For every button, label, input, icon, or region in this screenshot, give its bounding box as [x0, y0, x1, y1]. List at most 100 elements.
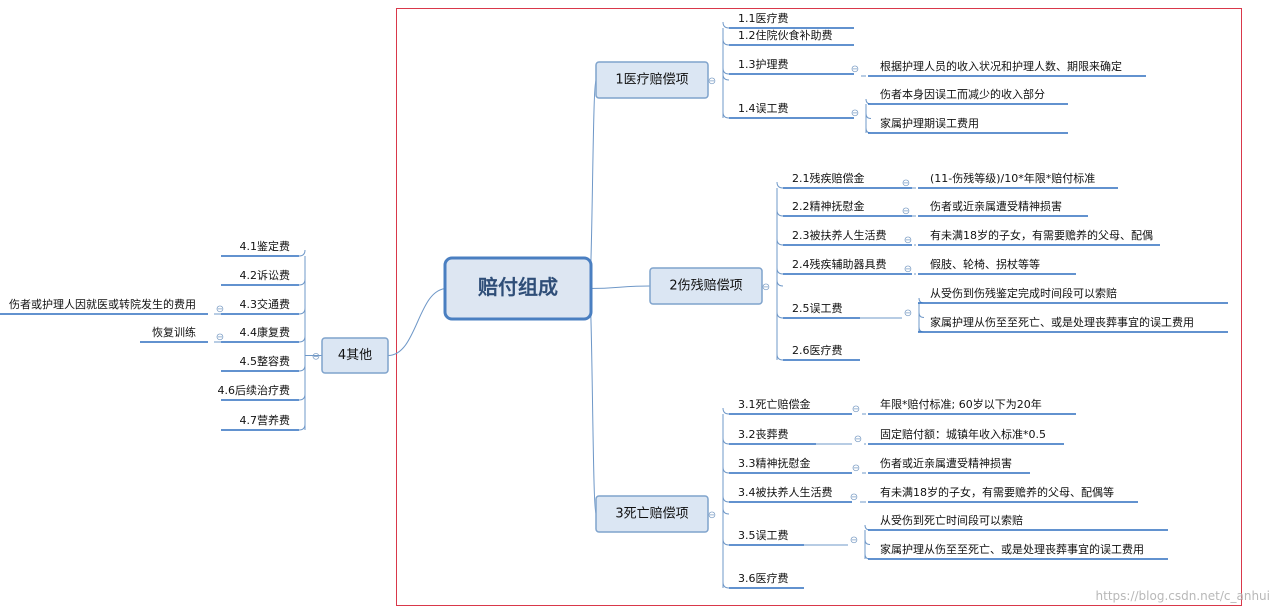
item-fold-icon[interactable]: ⊖ [851, 108, 859, 119]
connector-line [298, 364, 306, 372]
branch-node[interactable] [595, 495, 709, 533]
item-fold-icon[interactable]: ⊖ [216, 304, 224, 315]
item-label: 4.1鉴定费 [240, 239, 291, 253]
connector-line [722, 407, 730, 415]
connector-line [722, 437, 730, 445]
connector-line [588, 285, 651, 289]
item-label: 3.4被扶养人生活费 [738, 485, 833, 499]
branch-node[interactable] [595, 61, 709, 99]
item-label: 2.4残疾辅助器具费 [792, 257, 887, 271]
item-label: 1.2住院伙食补助费 [738, 28, 833, 42]
item-fold-icon[interactable]: ⊖ [852, 463, 860, 474]
item-label: 2.3被扶养人生活费 [792, 228, 887, 242]
detail-label: 伤者或近亲属遭受精神损害 [880, 456, 1012, 470]
selection-frame [396, 8, 1242, 606]
item-fold-icon[interactable]: ⊖ [902, 206, 910, 217]
connector-line [588, 79, 597, 289]
connector-line [722, 67, 730, 75]
item-fold-icon[interactable]: ⊖ [850, 492, 858, 503]
connector-line [298, 278, 306, 286]
item-label: 2.1残疾赔偿金 [792, 171, 865, 185]
connector-line [298, 393, 306, 401]
connector-line [722, 38, 730, 46]
connector-line [588, 288, 597, 515]
detail-label: 伤者本身因误工而减少的收入部分 [880, 87, 1045, 101]
detail-label: 根据护理人员的收入状况和护理人数、期限来确定 [880, 59, 1122, 73]
detail-label: 假肢、轮椅、拐杖等等 [930, 257, 1040, 271]
item-label: 3.2丧葬费 [738, 428, 789, 441]
item-label: 4.2诉讼费 [240, 269, 291, 282]
item-label: 4.4康复费 [240, 325, 291, 339]
detail-label: 从受伤到伤残鉴定完成时间段可以索赔 [930, 286, 1117, 300]
branch-label: 1医疗赔偿项 [615, 73, 688, 88]
connector-line [722, 495, 730, 503]
connector-line [918, 312, 925, 318]
connector-line [776, 353, 784, 361]
connector-line [722, 73, 730, 81]
item-label: 4.6后续治疗费 [218, 383, 291, 397]
connector-line [298, 335, 306, 343]
item-fold-icon[interactable]: ⊖ [852, 404, 860, 415]
branch-fold-icon[interactable]: ⊖ [762, 282, 770, 293]
connector-line [722, 507, 730, 515]
branch-label: 3死亡赔偿项 [615, 507, 688, 522]
root-node[interactable] [443, 256, 593, 321]
connector-line [298, 249, 306, 257]
connector-line [722, 111, 730, 119]
item-label: 3.1死亡赔偿金 [738, 397, 811, 411]
connector-line [298, 307, 306, 315]
branch-label: 4其他 [338, 348, 372, 363]
item-label: 3.3精神抚慰金 [738, 456, 811, 470]
branch-label: 2伤残赔偿项 [669, 279, 742, 294]
item-fold-icon[interactable]: ⊖ [904, 308, 912, 319]
detail-label: 家属护理从伤至至死亡、或是处理丧葬事宜的误工费用 [930, 315, 1194, 329]
item-label: 4.5整容费 [240, 354, 291, 368]
item-label: 4.3交通费 [240, 297, 291, 311]
item-fold-icon[interactable]: ⊖ [854, 434, 862, 445]
item-label: 1.1医疗费 [738, 11, 789, 25]
connector-line [864, 539, 871, 545]
item-label: 3.6医疗费 [738, 571, 789, 585]
item-label: 2.2精神抚慰金 [792, 199, 865, 213]
detail-label: 恢复训练 [152, 325, 196, 339]
detail-label: 固定赔付额：城镇年收入标准*0.5 [880, 427, 1046, 441]
connector-line [722, 466, 730, 474]
connector-line [776, 279, 784, 287]
item-fold-icon[interactable]: ⊖ [904, 264, 912, 275]
detail-label: 有未满18岁的子女，有需要赡养的父母、配偶 [930, 228, 1153, 242]
detail-label: 从受伤到死亡时间段可以索赔 [880, 513, 1023, 527]
connector-line [722, 581, 730, 589]
item-fold-icon[interactable]: ⊖ [902, 178, 910, 189]
item-label: 1.3护理费 [738, 57, 789, 71]
item-label: 4.7营养费 [240, 413, 291, 427]
branch-node[interactable] [321, 337, 389, 374]
connector-line [776, 238, 784, 246]
item-fold-icon[interactable]: ⊖ [851, 64, 859, 75]
item-label: 2.6医疗费 [792, 343, 843, 357]
item-fold-icon[interactable]: ⊖ [904, 235, 912, 246]
connector-line [722, 21, 730, 29]
branch-fold-icon[interactable]: ⊖ [708, 76, 716, 87]
connector-line [776, 209, 784, 217]
connector-line [776, 267, 784, 275]
connector-line [776, 181, 784, 189]
detail-label: 家属护理从伤至至死亡、或是处理丧葬事宜的误工费用 [880, 542, 1144, 556]
connector-line [865, 113, 872, 119]
item-label: 1.4误工费 [738, 102, 789, 115]
detail-label: 伤者或护理人因就医或转院发生的费用 [9, 297, 196, 311]
branch-fold-icon[interactable]: ⊖ [312, 352, 320, 363]
detail-label: 有未满18岁的子女，有需要赡养的父母、配偶等 [880, 485, 1114, 499]
connector-line [722, 538, 730, 546]
detail-label: (11-伤残等级)/10*年限*赔付标准 [930, 171, 1095, 185]
detail-label: 家属护理期误工费用 [880, 116, 979, 130]
mindmap-nodes: 赔付组成1医疗赔偿项⊖1.1医疗费1.2住院伙食补助费1.3护理费⊖根据护理人员… [0, 11, 1228, 589]
branch-fold-icon[interactable]: ⊖ [708, 510, 716, 521]
connector-line [776, 311, 784, 319]
item-fold-icon[interactable]: ⊖ [850, 535, 858, 546]
detail-label: 伤者或近亲属遭受精神损害 [930, 199, 1062, 213]
detail-label: 年限*赔付标准; 60岁以下为20年 [880, 397, 1042, 411]
watermark: https://blog.csdn.net/c_anhui [1096, 589, 1270, 603]
item-fold-icon[interactable]: ⊖ [216, 332, 224, 343]
branch-node[interactable] [649, 267, 763, 305]
